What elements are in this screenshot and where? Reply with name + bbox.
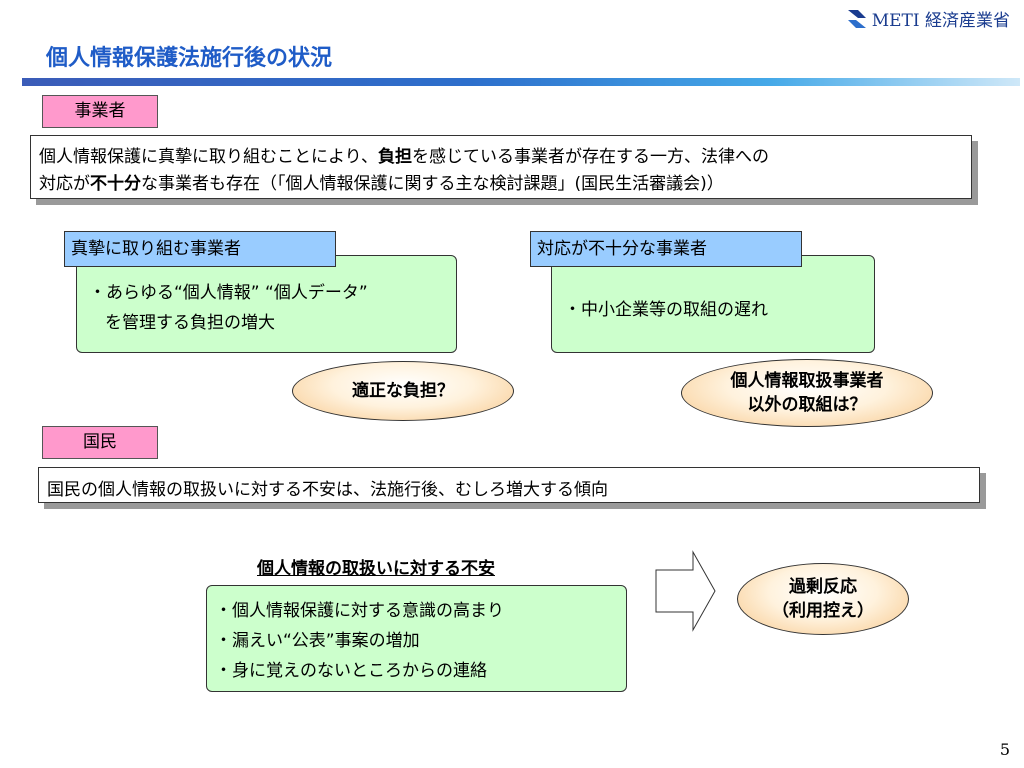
serious-business-item-line1: ・あらゆる“個人情報” “個人データ” xyxy=(89,283,368,303)
anxiety-cause-item: ・身に覚えのないところからの連絡 xyxy=(215,661,487,681)
logo-text: METI 経済産業省 xyxy=(871,11,1010,31)
non-handler-efforts-oval: 個人情報取扱事業者 以外の取組は？ xyxy=(681,359,933,427)
citizens-section-label: 国民 xyxy=(42,426,158,459)
anxiety-cause-item: ・漏えい“公表”事案の増加 xyxy=(215,631,420,651)
appropriate-burden-oval: 適正な負担？ xyxy=(292,361,514,421)
page-title: 個人情報保護法施行後の状況 xyxy=(46,46,333,71)
insufficient-business-item-line1: ・中小企業等の取組の遅れ xyxy=(564,300,768,320)
title-underline-bar xyxy=(22,78,1020,86)
serious-business-box: ・あらゆる“個人情報” “個人データ” を管理する負担の増大 xyxy=(76,255,457,353)
insufficient-business-box: ・中小企業等の取組の遅れ xyxy=(551,255,875,353)
insufficient-business-label: 対応が不十分な事業者 xyxy=(530,231,802,267)
anxiety-heading: 個人情報の取扱いに対する不安 xyxy=(257,559,495,579)
serious-business-label: 真摯に取り組む事業者 xyxy=(64,231,336,267)
right-arrow-icon xyxy=(655,550,716,632)
meti-logo: METI 経済産業省 xyxy=(846,6,1010,31)
emphasis-insufficient: 不十分 xyxy=(90,174,141,194)
citizens-summary-text: 国民の個人情報の取扱いに対する不安は、法施行後、むしろ増大する傾向 xyxy=(47,480,608,500)
serious-business-item-line2: を管理する負担の増大 xyxy=(105,313,275,333)
business-summary-line2: 対応が不十分な事業者も存在（「個人情報保護に関する主な検討課題」(国民生活審議会… xyxy=(39,174,724,194)
anxiety-causes-box: ・個人情報保護に対する意識の高まり ・漏えい“公表”事案の増加 ・身に覚えのない… xyxy=(206,585,627,692)
business-summary-box: 個人情報保護に真摯に取り組むことにより、負担を感じている事業者が存在する一方、法… xyxy=(30,135,972,199)
meti-logo-icon xyxy=(847,9,866,28)
page-number: 5 xyxy=(999,740,1010,759)
citizens-summary-box: 国民の個人情報の取扱いに対する不安は、法施行後、むしろ増大する傾向 xyxy=(38,467,980,503)
overreaction-oval: 過剰反応 （利用控え） xyxy=(737,563,909,635)
emphasis-burden: 負担 xyxy=(377,147,412,167)
anxiety-cause-item: ・個人情報保護に対する意識の高まり xyxy=(215,601,504,621)
business-summary-line1: 個人情報保護に真摯に取り組むことにより、負担を感じている事業者が存在する一方、法… xyxy=(39,147,769,167)
business-section-label: 事業者 xyxy=(42,95,158,128)
